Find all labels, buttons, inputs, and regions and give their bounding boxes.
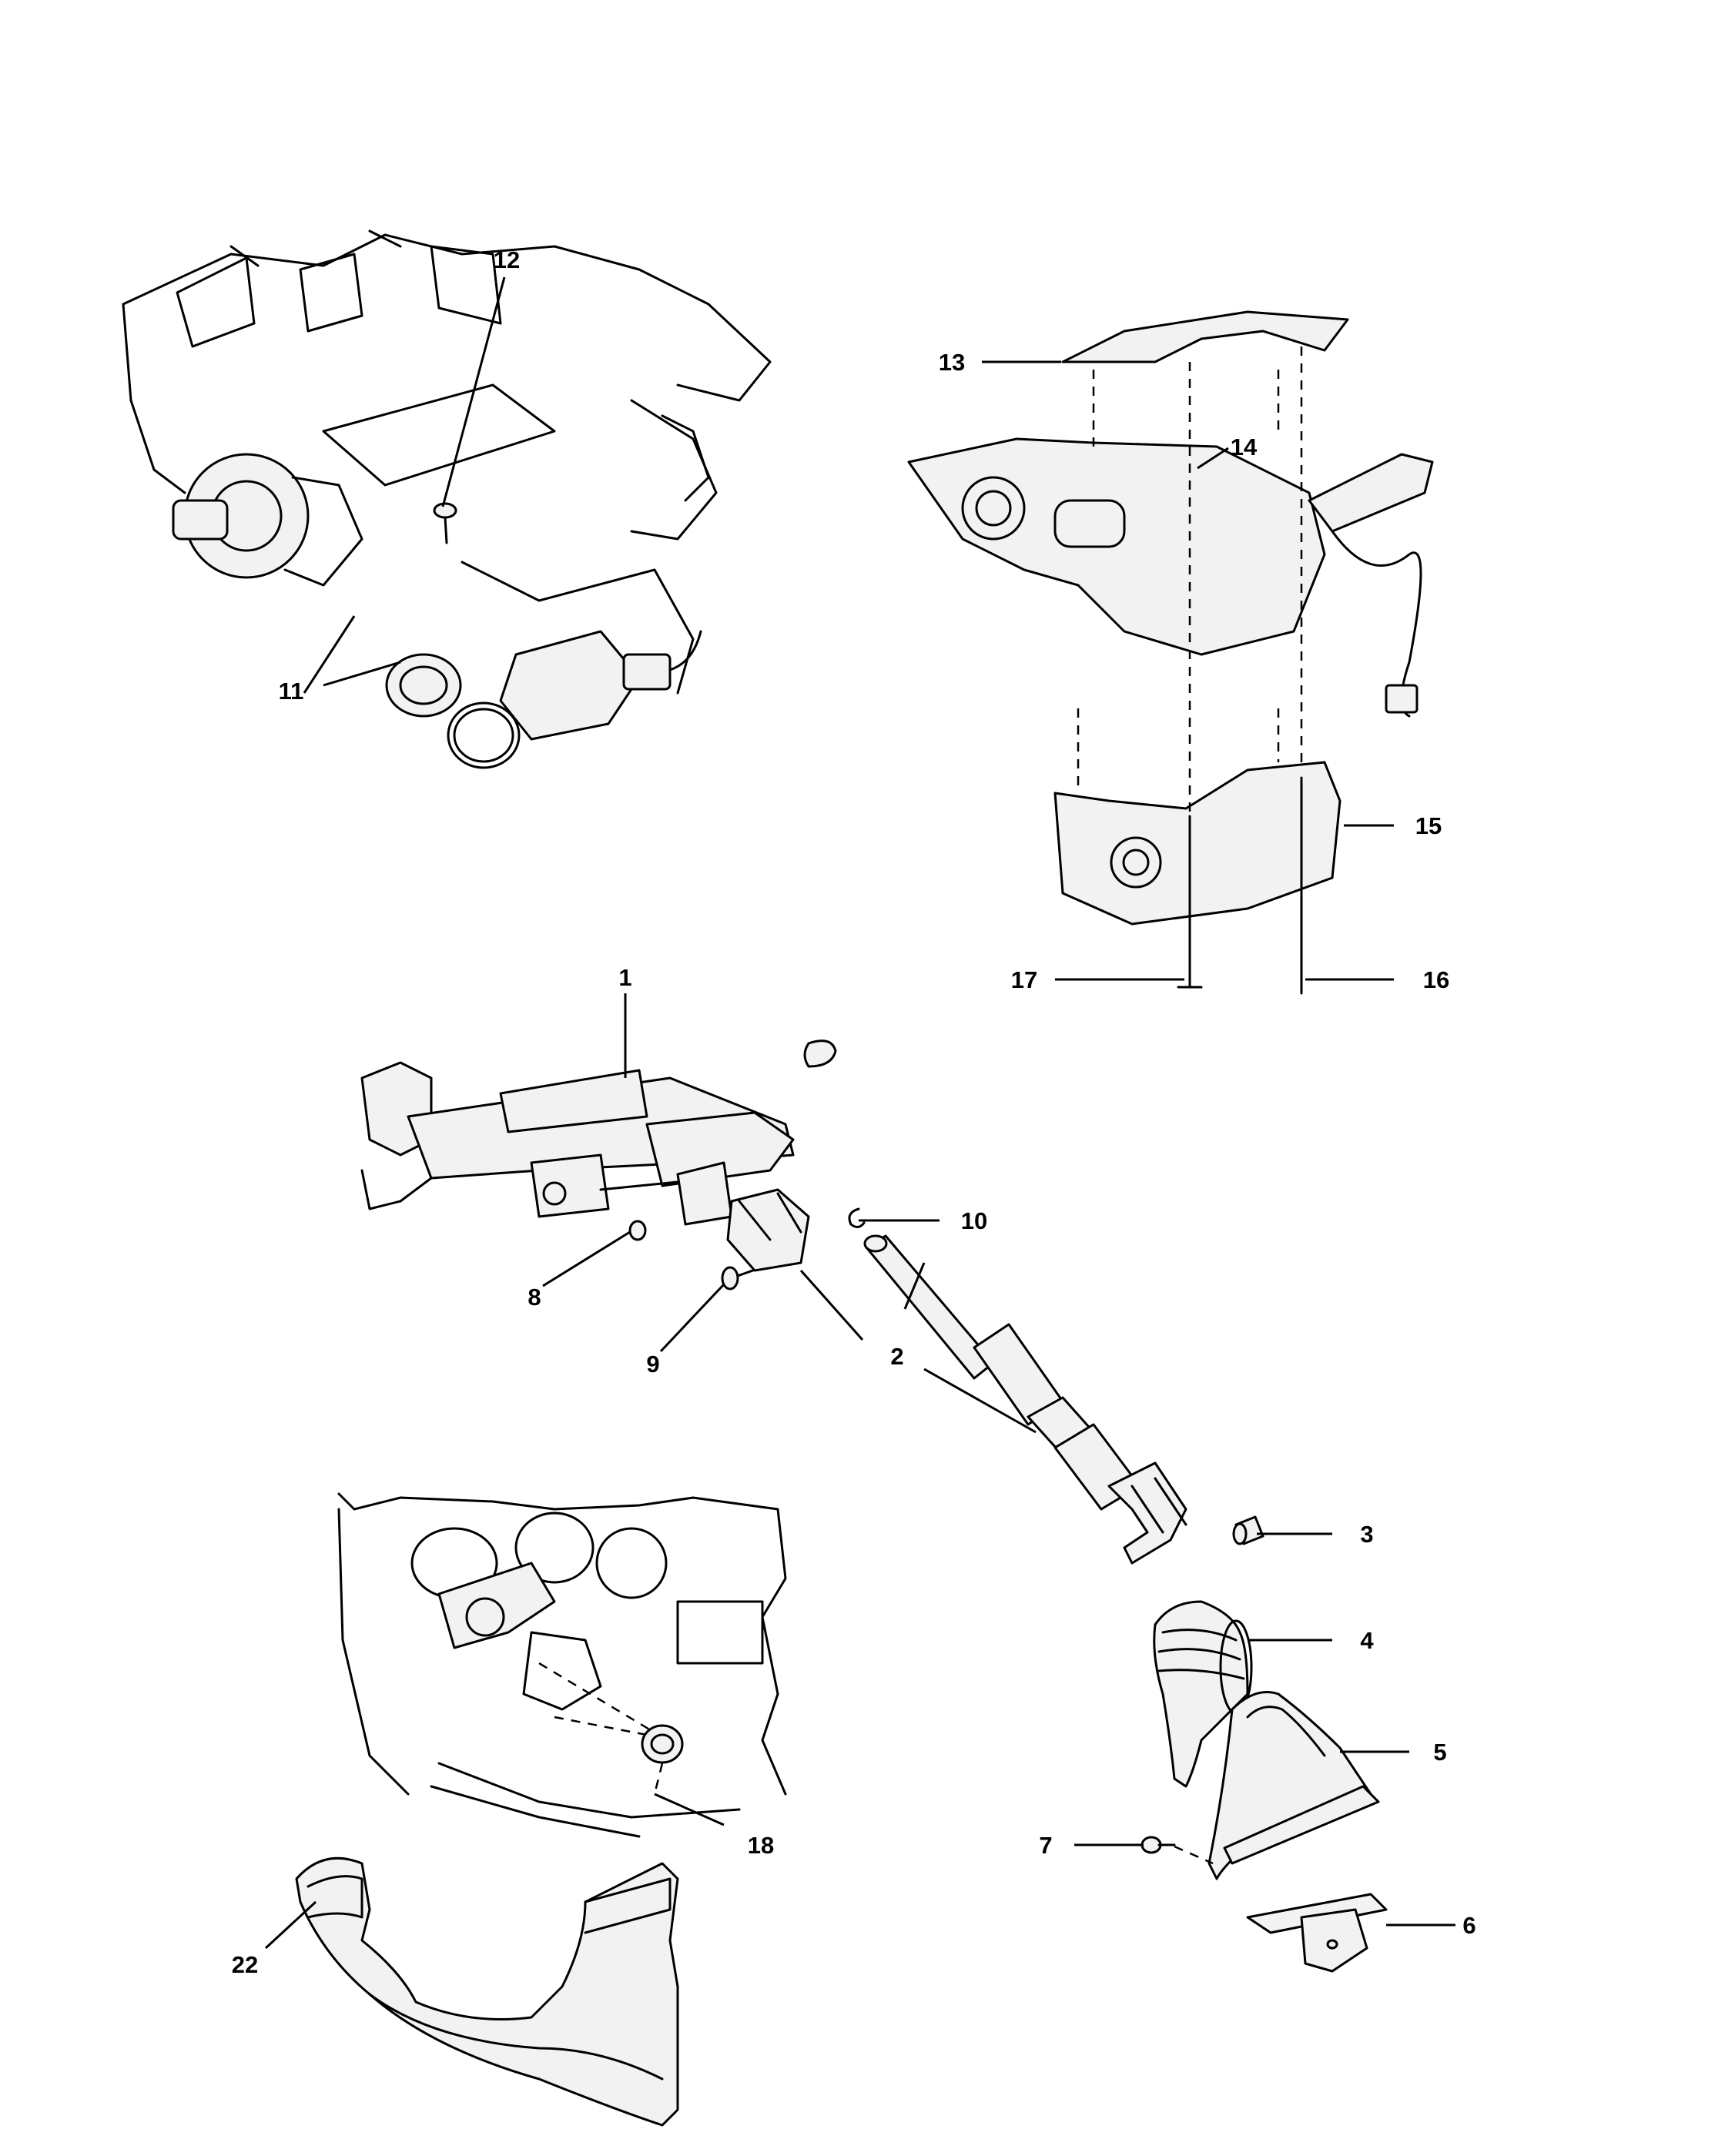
lower-dash-cover (295, 1856, 679, 2127)
callout-7: 7 (1039, 1832, 1052, 1859)
callout-16: 16 (1423, 966, 1449, 993)
nut-8 (628, 1220, 647, 1241)
callout-6: 6 (1462, 1912, 1475, 1939)
callout-8: 8 (528, 1284, 541, 1311)
lower-shroud (1053, 761, 1341, 926)
callout-22: 22 (232, 1951, 258, 1978)
ignition-switch-assembly (499, 630, 702, 741)
callout-1: 1 (618, 964, 631, 991)
column-assembly-with-switch (907, 437, 1434, 718)
callout-10: 10 (961, 1207, 987, 1234)
lock-ring-11 (385, 653, 462, 718)
intermediate-shaft (726, 1188, 1187, 1565)
column-key-lock-housing (172, 453, 363, 587)
boot-4 (1153, 1600, 1253, 1788)
screw-7 (1141, 1836, 1214, 1865)
shroud-screws (1077, 346, 1303, 995)
screw-12 (433, 502, 457, 544)
dash-column-mount-view (122, 229, 772, 695)
callout-labels: 1 2 3 4 5 6 7 8 9 10 11 12 13 14 15 16 1… (232, 246, 1476, 1978)
leader-lines (264, 276, 1455, 1950)
retainer-ring (447, 701, 521, 769)
callout-17: 17 (1011, 966, 1037, 993)
callout-2: 2 (890, 1343, 903, 1370)
seal-5 (1208, 1691, 1380, 1880)
callout-13: 13 (939, 349, 965, 376)
steering-column-assembly (360, 1040, 837, 1226)
grommet-6 (1246, 1893, 1388, 1973)
callout-5: 5 (1433, 1739, 1446, 1766)
callout-18: 18 (748, 1832, 774, 1859)
upper-shroud (1061, 310, 1349, 363)
callout-12: 12 (494, 246, 520, 273)
callout-15: 15 (1415, 812, 1442, 839)
callout-11: 11 (279, 678, 304, 705)
callout-14: 14 (1231, 434, 1258, 460)
callout-3: 3 (1360, 1521, 1373, 1548)
dash-lower-view (337, 1492, 787, 1838)
bushing-3 (1232, 1515, 1264, 1545)
callout-4: 4 (1360, 1627, 1374, 1654)
callout-9: 9 (646, 1351, 659, 1378)
lock-ring-18 (641, 1724, 684, 1795)
clip-10 (848, 1207, 866, 1228)
